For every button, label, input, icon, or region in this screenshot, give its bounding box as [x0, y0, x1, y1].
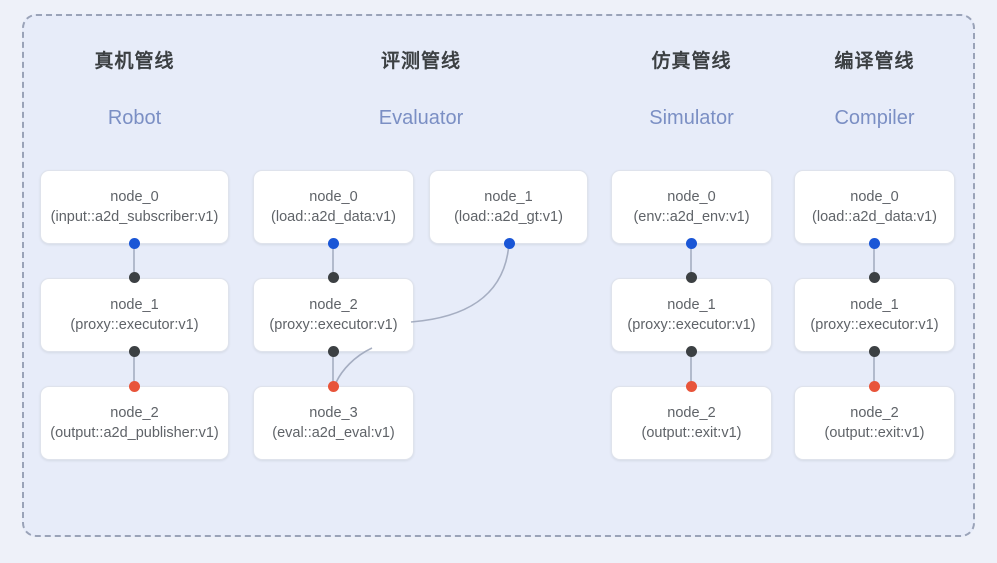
pipeline-column-robot: 真机管线 Robot	[40, 46, 229, 130]
port-input-robot-2[interactable]	[129, 381, 140, 392]
node-name: node_0	[309, 189, 358, 205]
node-card-simulator-2[interactable]: node_2 (output::exit:v1)	[611, 386, 772, 460]
node-name: node_2	[850, 405, 899, 421]
pipeline-column-compiler: 编译管线 Compiler	[794, 46, 955, 130]
port-output-simulator-1[interactable]	[686, 346, 697, 357]
node-card-simulator-1[interactable]: node_1 (proxy::executor:v1)	[611, 278, 772, 352]
column-title-simulator: 仿真管线	[651, 51, 732, 72]
node-card-robot-1[interactable]: node_1 (proxy::executor:v1)	[40, 278, 229, 352]
column-subtitle-simulator: Simulator	[649, 107, 734, 129]
node-name: node_2	[110, 405, 159, 421]
port-output-robot-1[interactable]	[129, 346, 140, 357]
port-output-compiler-0[interactable]	[869, 238, 880, 249]
node-name: node_2	[667, 405, 716, 421]
node-name: node_1	[484, 189, 533, 205]
port-input-compiler-1[interactable]	[869, 272, 880, 283]
port-output-compiler-1[interactable]	[869, 346, 880, 357]
node-type: (env::a2d_env:v1)	[633, 209, 750, 225]
node-type: (output::exit:v1)	[641, 425, 742, 441]
node-name: node_2	[309, 297, 358, 313]
port-output-evaluator-2[interactable]	[328, 346, 339, 357]
node-card-evaluator-2[interactable]: node_2 (proxy::executor:v1)	[253, 278, 414, 352]
port-input-simulator-1[interactable]	[686, 272, 697, 283]
port-output-evaluator-0[interactable]	[328, 238, 339, 249]
column-subtitle-robot: Robot	[107, 107, 162, 129]
column-title-robot: 真机管线	[94, 51, 175, 72]
port-input-compiler-2[interactable]	[869, 381, 880, 392]
node-type: (load::a2d_data:v1)	[812, 209, 937, 225]
port-input-evaluator-3[interactable]	[328, 381, 339, 392]
column-subtitle-compiler: Compiler	[834, 107, 915, 129]
node-name: node_0	[667, 189, 716, 205]
column-title-compiler: 编译管线	[834, 51, 915, 72]
port-output-robot-0[interactable]	[129, 238, 140, 249]
node-name: node_3	[309, 405, 358, 421]
node-name: node_1	[110, 297, 159, 313]
node-name: node_1	[667, 297, 716, 313]
port-output-simulator-0[interactable]	[686, 238, 697, 249]
pipeline-column-simulator: 仿真管线 Simulator	[611, 46, 772, 130]
node-card-compiler-0[interactable]: node_0 (load::a2d_data:v1)	[794, 170, 955, 244]
node-card-robot-2[interactable]: node_2 (output::a2d_publisher:v1)	[40, 386, 229, 460]
port-input-simulator-2[interactable]	[686, 381, 697, 392]
column-title-evaluator: 评测管线	[380, 51, 461, 72]
node-type: (load::a2d_data:v1)	[271, 209, 396, 225]
node-type: (proxy::executor:v1)	[70, 317, 199, 333]
node-type: (eval::a2d_eval:v1)	[272, 425, 395, 441]
node-name: node_1	[850, 297, 899, 313]
port-input-evaluator-2[interactable]	[328, 272, 339, 283]
port-output-evaluator-1[interactable]	[504, 238, 515, 249]
node-type: (output::a2d_publisher:v1)	[50, 425, 219, 441]
node-type: (proxy::executor:v1)	[269, 317, 398, 333]
node-card-compiler-2[interactable]: node_2 (output::exit:v1)	[794, 386, 955, 460]
port-input-robot-1[interactable]	[129, 272, 140, 283]
node-card-compiler-1[interactable]: node_1 (proxy::executor:v1)	[794, 278, 955, 352]
column-subtitle-evaluator: Evaluator	[378, 107, 464, 129]
node-type: (proxy::executor:v1)	[627, 317, 756, 333]
node-type: (load::a2d_gt:v1)	[454, 209, 563, 225]
node-type: (output::exit:v1)	[824, 425, 925, 441]
node-name: node_0	[110, 189, 159, 205]
node-card-evaluator-1[interactable]: node_1 (load::a2d_gt:v1)	[429, 170, 588, 244]
node-type: (input::a2d_subscriber:v1)	[50, 209, 219, 225]
pipeline-column-evaluator: 评测管线 Evaluator	[253, 46, 589, 130]
node-type: (proxy::executor:v1)	[810, 317, 939, 333]
node-card-simulator-0[interactable]: node_0 (env::a2d_env:v1)	[611, 170, 772, 244]
node-card-robot-0[interactable]: node_0 (input::a2d_subscriber:v1)	[40, 170, 229, 244]
node-name: node_0	[850, 189, 899, 205]
node-card-evaluator-3[interactable]: node_3 (eval::a2d_eval:v1)	[253, 386, 414, 460]
node-card-evaluator-0[interactable]: node_0 (load::a2d_data:v1)	[253, 170, 414, 244]
